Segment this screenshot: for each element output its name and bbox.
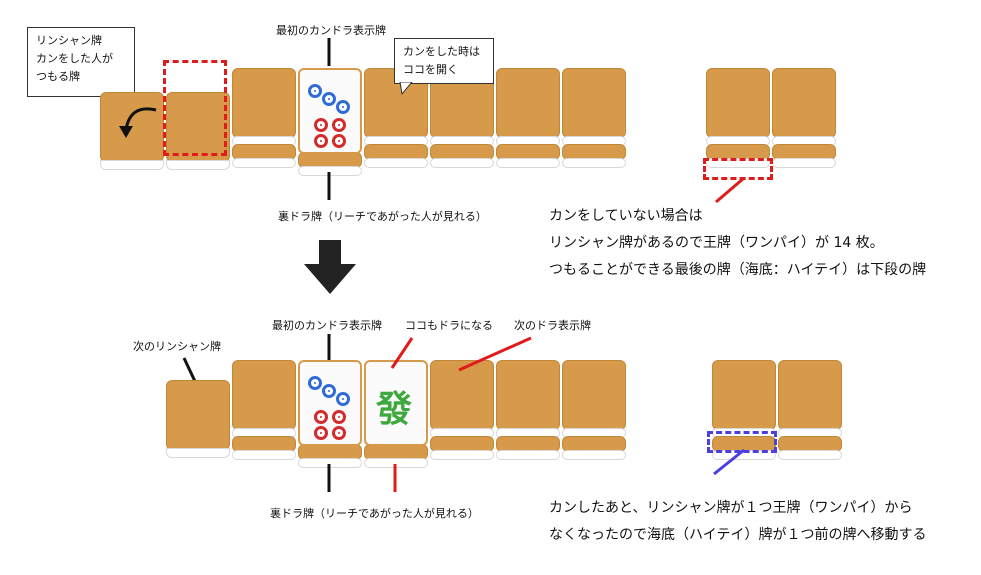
callout-line: リンシャン牌 xyxy=(36,34,102,47)
tile-stack xyxy=(562,360,626,470)
hatsu-stack: 發 xyxy=(364,360,428,470)
tile-stack xyxy=(772,68,836,178)
ura-pointer xyxy=(393,464,397,492)
callout-line: カンをした時は xyxy=(403,45,480,58)
label-pointer xyxy=(327,172,331,200)
move-arrow-icon xyxy=(119,107,157,138)
next-rinshan-tile xyxy=(166,380,230,464)
five-pin-tile xyxy=(298,68,362,154)
rinshan-callout: リンシャン牌 カンをした人が つもる牌 xyxy=(27,27,135,97)
note-line: なくなったので海底（ハイテイ）牌が１つ前の牌へ移動する xyxy=(549,527,927,543)
tile-stack xyxy=(232,360,296,470)
note-line: カンをしていない場合は xyxy=(549,208,703,224)
ura-dora-label: 裏ドラ牌（リーチであがった人が見れる） xyxy=(270,507,479,520)
tile-stack xyxy=(496,360,560,470)
callout-line: つもる牌 xyxy=(36,70,80,83)
tile-stack xyxy=(496,68,560,178)
dora-indicator-stack xyxy=(298,360,362,470)
first-dora-label: 最初のカンドラ表示牌 xyxy=(276,24,386,37)
tile-stack xyxy=(778,360,842,470)
haitei-red-marker xyxy=(703,158,773,180)
tile-stack xyxy=(430,68,494,178)
next-dora-label: 次のドラ表示牌 xyxy=(514,319,591,332)
bottom-notes: カンしたあと、リンシャン牌が１つ王牌（ワンパイ）から なくなったので海底（ハイテ… xyxy=(549,495,926,549)
note-line: カンしたあと、リンシャン牌が１つ王牌（ワンパイ）から xyxy=(549,500,913,516)
down-arrow-icon xyxy=(304,240,356,294)
next-rinshan-label: 次のリンシャン牌 xyxy=(133,340,221,353)
hatsu-glyph: 發 xyxy=(376,388,413,430)
koko-dora-label: ココもドラになる xyxy=(405,319,493,332)
tile-stack xyxy=(706,68,770,178)
kan-callout: カンをした時は ココを開く xyxy=(394,38,494,84)
label-pointer xyxy=(327,464,331,492)
five-pin-tile xyxy=(298,360,362,446)
callout-tail xyxy=(399,82,413,96)
note-line: リンシャン牌があるので王牌（ワンパイ）が 14 枚。 xyxy=(549,235,884,251)
label-pointer xyxy=(327,334,331,360)
callout-line: カンをした人が xyxy=(36,52,113,65)
lower-tile xyxy=(166,92,230,176)
tile-stack xyxy=(232,68,296,178)
dora-indicator-stack xyxy=(298,68,362,178)
first-dora-label: 最初のカンドラ表示牌 xyxy=(272,319,382,332)
hatsu-tile: 發 xyxy=(364,360,428,446)
tile-stack xyxy=(562,68,626,178)
rinshan-red-marker xyxy=(163,60,227,156)
next-dora-pointer xyxy=(458,336,532,372)
dora-pointer xyxy=(390,337,414,369)
haitei-pointer xyxy=(715,176,745,204)
callout-line: ココを開く xyxy=(403,63,458,76)
top-notes: カンをしていない場合は リンシャン牌があるので王牌（ワンパイ）が 14 枚。 つ… xyxy=(549,203,926,284)
haitei-pointer xyxy=(713,448,745,476)
label-pointer xyxy=(327,38,331,66)
ura-dora-label: 裏ドラ牌（リーチであがった人が見れる） xyxy=(278,210,487,223)
note-line: つもることができる最後の牌（海底：ハイテイ）は下段の牌 xyxy=(549,262,927,278)
tile-stack xyxy=(430,360,494,470)
